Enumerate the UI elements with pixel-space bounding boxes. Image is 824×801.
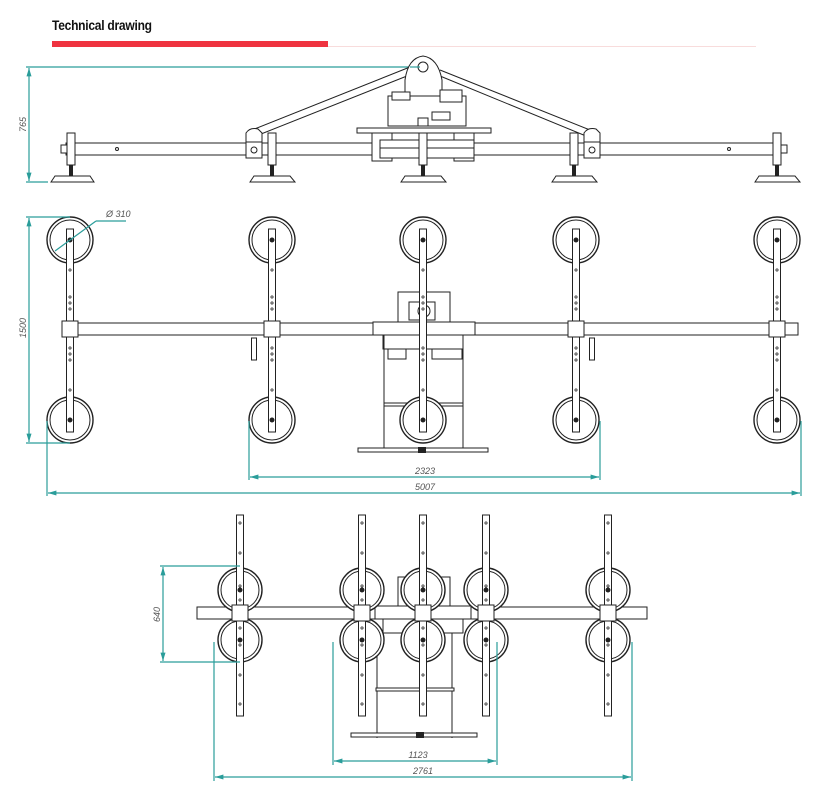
cross-arm — [419, 228, 427, 433]
side-view: 765 — [18, 55, 802, 183]
side-height-dimension: 765 — [18, 66, 410, 183]
cup-column — [599, 514, 617, 717]
cup-column — [414, 514, 432, 717]
side-height-label: 765 — [18, 116, 28, 132]
plan1-cup-diameter-dimension: Ø 310 — [54, 209, 131, 252]
plan2-inner-length-label: 1123 — [408, 750, 427, 760]
side-foot — [400, 132, 448, 183]
plan2-width-dimension: 640 — [152, 565, 240, 663]
section-title: Technical drawing — [52, 17, 152, 33]
beam-clamp — [477, 604, 495, 622]
plan2-overall-length-label: 2761 — [412, 766, 433, 776]
beam-clamp — [567, 320, 585, 338]
valve-handle — [589, 337, 595, 361]
plan-view-retracted: 640 1123 2761 — [152, 514, 648, 781]
side-foot — [50, 132, 95, 183]
side-suction-feet — [50, 132, 802, 183]
cup-column — [353, 514, 371, 717]
beam-clamp — [263, 320, 281, 338]
beam-clamp — [231, 604, 249, 622]
beam-clamp — [353, 604, 371, 622]
plan1-inner-length-dimension: 2323 — [248, 421, 601, 480]
plan2-inner-length-dimension: 1123 — [332, 642, 498, 765]
plan-view-extended: 1500 Ø 310 2323 5007 — [18, 209, 802, 496]
side-struts — [245, 66, 601, 159]
plan1-width-label: 1500 — [18, 318, 28, 338]
title-accent-bar — [52, 41, 328, 47]
cup-column — [231, 514, 249, 717]
plan1-inner-length-label: 2323 — [414, 466, 435, 476]
side-foot — [551, 132, 599, 183]
plan1-cup-diameter-label: Ø 310 — [105, 209, 131, 219]
title-underline — [328, 46, 756, 47]
valve-handle — [251, 337, 257, 361]
plan1-overall-length-dimension: 5007 — [46, 421, 802, 496]
side-lifting-unit — [356, 55, 492, 162]
beam-clamp — [599, 604, 617, 622]
beam-clamp — [61, 320, 79, 338]
plan1-cup-columns — [46, 216, 801, 444]
beam-clamp — [768, 320, 786, 338]
plan2-width-label: 640 — [152, 607, 162, 622]
plan2-cup-columns — [217, 514, 631, 717]
plan1-overall-length-label: 5007 — [415, 482, 436, 492]
beam-clamp — [414, 604, 432, 622]
side-foot — [249, 132, 297, 183]
plan2-overall-length-dimension: 2761 — [213, 642, 633, 781]
cup-column — [399, 216, 447, 444]
cup-column — [477, 514, 495, 717]
cup-column — [248, 216, 296, 444]
side-foot — [754, 132, 802, 183]
plan1-width-dimension: 1500 — [18, 216, 70, 444]
